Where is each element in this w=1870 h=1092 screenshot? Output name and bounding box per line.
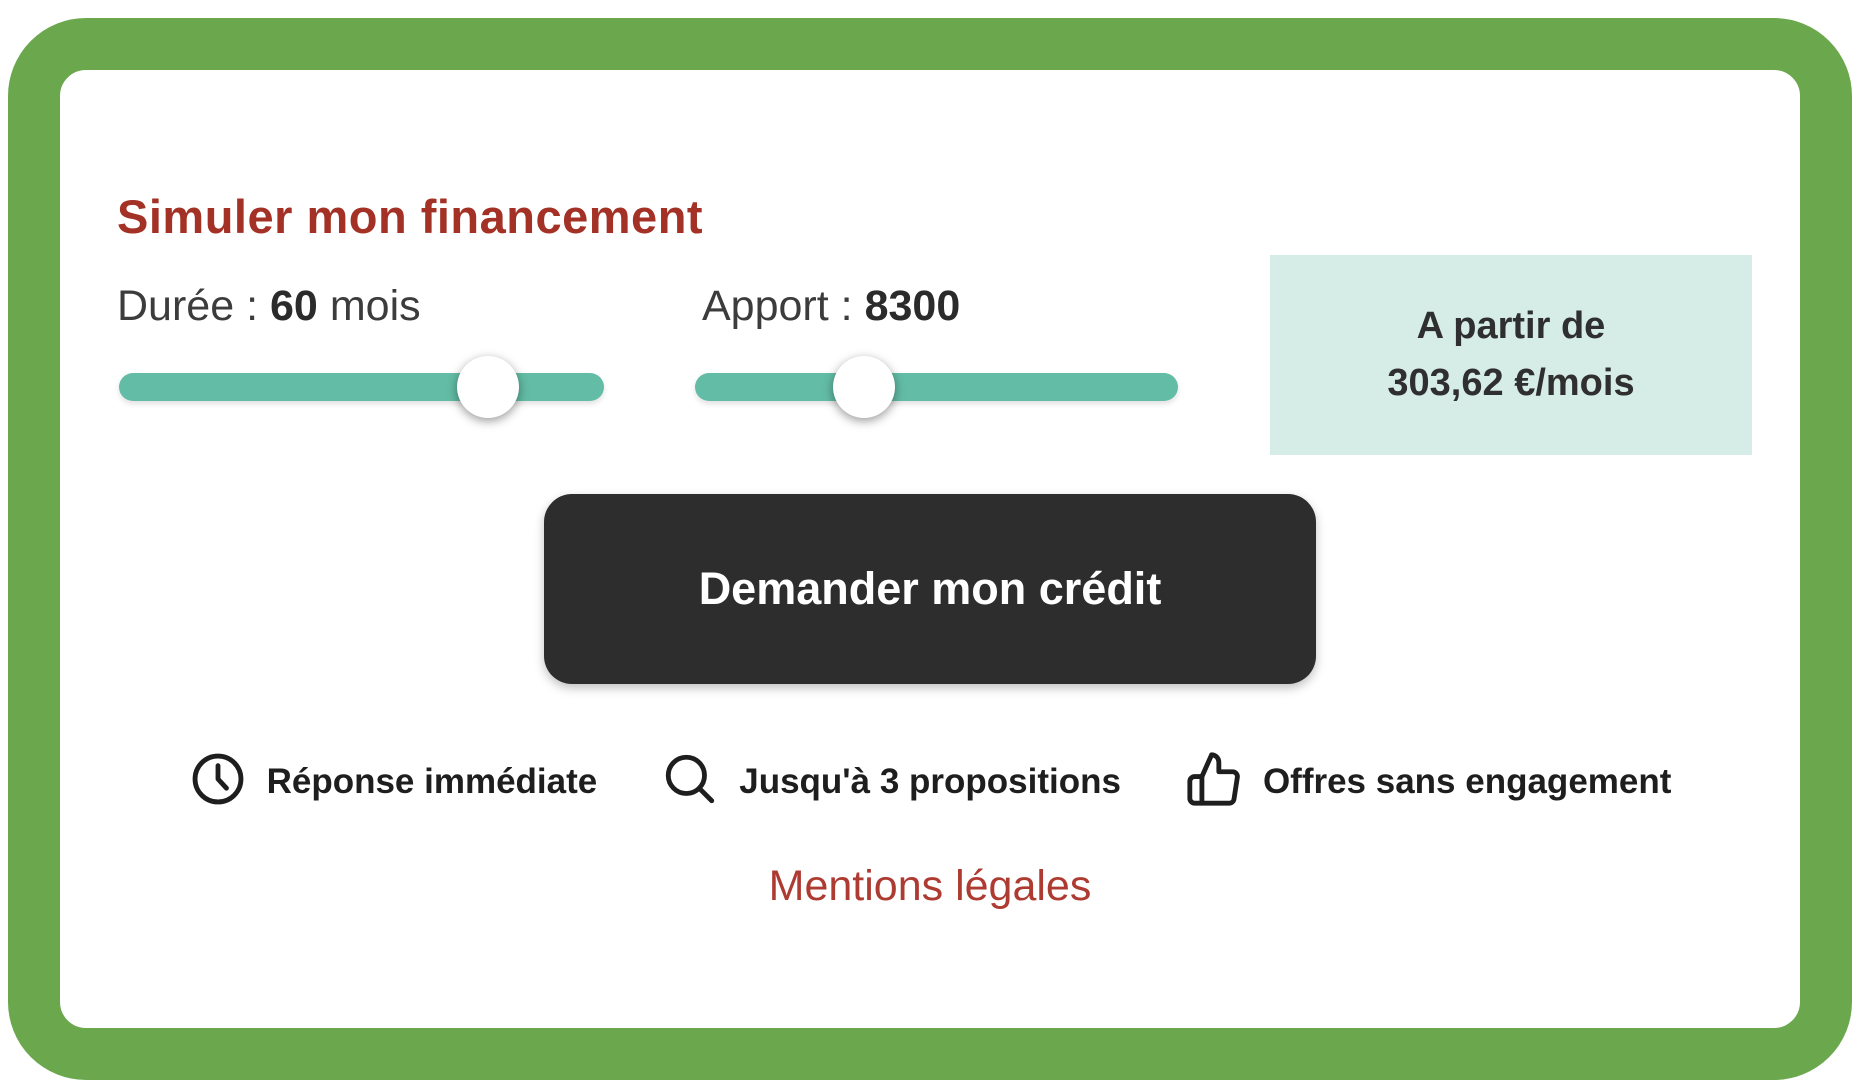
down-payment-slider-track[interactable] xyxy=(695,373,1178,401)
duration-label-prefix: Durée : xyxy=(117,282,259,330)
feature-label: Offres sans engagement xyxy=(1262,761,1672,801)
feature-label: Jusqu'à 3 propositions xyxy=(739,761,1121,801)
feature-label: Réponse immédiate xyxy=(266,761,598,801)
duration-label-suffix: mois xyxy=(329,282,421,330)
duration-value: 60 xyxy=(270,282,318,330)
monthly-price-box: A partir de 303,62 €/mois xyxy=(1270,255,1752,455)
feature-immediate-response: Réponse immédiate xyxy=(189,750,598,813)
down-payment-slider[interactable] xyxy=(695,356,1178,418)
duration-slider[interactable] xyxy=(119,356,604,418)
magnifier-icon xyxy=(661,750,719,813)
clock-icon xyxy=(189,750,247,813)
financing-simulator-card: Simuler mon financement Durée : 60 mois … xyxy=(8,18,1852,1080)
price-line-1: A partir de xyxy=(1416,305,1606,347)
down-payment-slider-label: Apport : 8300 xyxy=(702,282,960,331)
thumbs-up-icon xyxy=(1185,750,1243,813)
duration-slider-track[interactable] xyxy=(119,373,604,401)
down-payment-slider-handle[interactable] xyxy=(833,356,896,418)
price-line-2: 303,62 €/mois xyxy=(1387,362,1635,404)
down-payment-label-prefix: Apport : xyxy=(702,282,853,330)
page-title: Simuler mon financement xyxy=(117,190,704,244)
down-payment-value: 8300 xyxy=(864,282,961,330)
request-credit-button[interactable]: Demander mon crédit xyxy=(544,494,1316,684)
duration-slider-label: Durée : 60 mois xyxy=(117,282,421,331)
features-row: Réponse immédiate Jusqu'à 3 propositions xyxy=(60,750,1800,813)
feature-no-commitment: Offres sans engagement xyxy=(1185,750,1671,813)
feature-propositions: Jusqu'à 3 propositions xyxy=(661,750,1121,813)
legal-notice-link[interactable]: Mentions légales xyxy=(768,862,1092,910)
duration-slider-handle[interactable] xyxy=(456,356,519,418)
